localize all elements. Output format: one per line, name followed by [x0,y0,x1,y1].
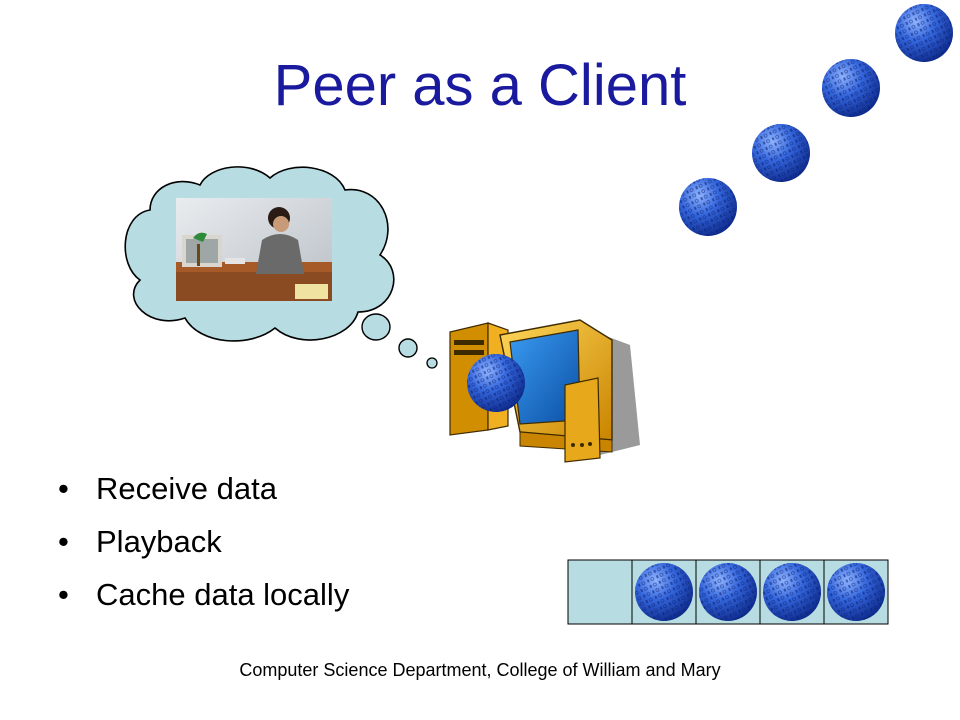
cache-cell [695,559,761,625]
data-ball-icon [679,178,737,236]
data-ball-icon [752,124,810,182]
cache-cell [759,559,825,625]
bullet-list: • Receive data • Playback • Cache data loca… [58,462,349,621]
slide-title: Peer as a Client [273,53,687,118]
data-ball-icon [827,563,885,621]
bullet-item: • Receive data [58,462,349,515]
bullet-text: Playback [96,524,222,559]
bullet-text: Cache data locally [96,577,350,612]
cache-cell [631,559,697,625]
data-ball-icon [895,4,953,62]
data-ball-icon [635,563,693,621]
bullet-glyph: • [58,471,69,506]
bullet-item: • Playback [58,515,349,568]
bullet-glyph: • [58,524,69,559]
data-ball-icon [822,59,880,117]
bullet-text: Receive data [96,471,277,506]
cache-cell [823,559,889,625]
slide-footer: Computer Science Department, College of … [239,660,721,680]
cache-cell [567,559,633,625]
woman-at-desk-photo [176,198,332,301]
bullet-glyph: • [58,577,69,612]
data-ball-icon [467,354,525,412]
bullet-item: • Cache data locally [58,568,349,621]
cache-bar [567,559,889,625]
data-ball-icon [699,563,757,621]
data-ball-icon [763,563,821,621]
